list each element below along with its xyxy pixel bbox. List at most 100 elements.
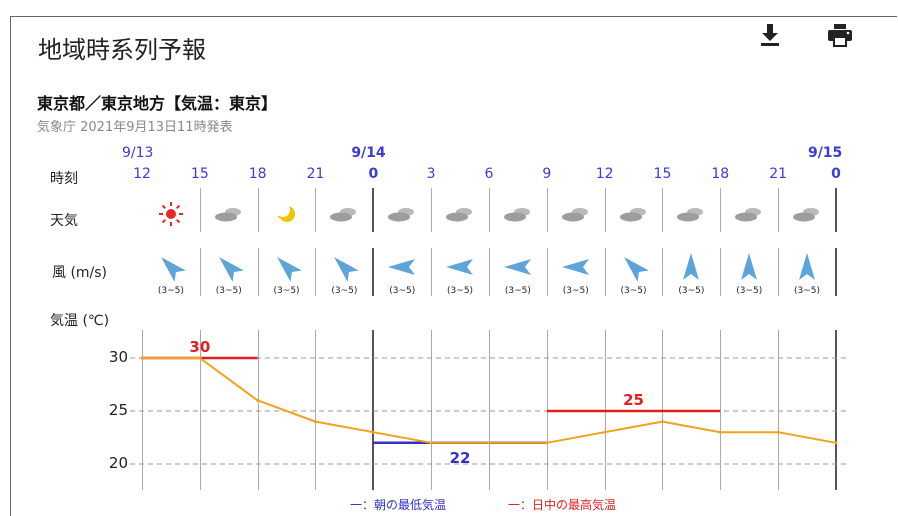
temperature-point [660,420,664,424]
temperature-point [140,356,144,360]
hour-label: 12 [133,166,151,182]
y-tick-label: 30 [108,348,128,366]
max-temp-label: 30 [189,338,210,356]
row-label-weather: 天気 [50,213,78,229]
column-divider [488,248,490,296]
wind-speed-label: (3~5) [273,286,300,296]
row-label-time: 時刻 [50,171,78,187]
legend-min: 一：朝の最低気温 [350,496,446,513]
column-divider [720,248,722,296]
column-divider [778,248,780,296]
cloud-icon [209,198,249,230]
wind-arrow-icon: (3~5) [379,250,425,300]
legend-max: 一：日中の最高気温 [508,496,616,513]
wind-arrow-icon: (3~5) [321,250,367,300]
wind-speed-label: (3~5) [620,286,647,296]
column-divider [199,188,201,232]
cloud-icon [729,198,769,230]
day-divider [372,248,375,296]
column-divider [257,330,259,490]
row-label-wind: 風 (m/s) [52,265,108,281]
column-divider [662,248,664,296]
wind-arrow-icon: (3~5) [264,250,310,300]
column-divider [431,188,433,232]
wind-speed-label: (3~5) [562,286,589,296]
column-divider [778,188,780,232]
day-divider [834,330,837,490]
column-divider [431,248,433,296]
column-divider [257,188,259,232]
cloud-icon [440,198,480,230]
hour-label: 0 [831,166,841,182]
min-temp-label: 22 [450,449,471,467]
column-divider [720,188,722,232]
day-divider [834,248,837,296]
hour-label: 12 [595,166,614,182]
day-divider [372,330,375,490]
wind-speed-label: (3~5) [447,286,474,296]
wind-speed-label: (3~5) [736,286,763,296]
column-divider [488,188,490,232]
y-tick-label: 25 [108,401,128,419]
date-label: 9/14 [351,145,386,161]
wind-speed-label: (3~5) [215,286,242,296]
column-divider [488,330,490,490]
hour-label: 21 [306,166,325,182]
wind-speed-label: (3~5) [794,286,821,296]
page-title: 地域時系列予報 [38,36,206,64]
temperature-point [198,356,202,360]
moon-icon [267,198,307,230]
hour-label: 9 [542,166,552,182]
temperature-point [256,398,260,402]
cloud-icon [324,198,364,230]
hour-label: 21 [769,166,788,182]
wind-arrow-icon: (3~5) [784,250,830,300]
y-tick-label: 20 [108,454,128,472]
temperature-point [776,430,780,434]
wind-arrow-icon: (3~5) [611,250,657,300]
temperature-point [487,441,491,445]
temperature-point [429,441,433,445]
hour-label: 15 [653,166,672,182]
wind-arrow-icon: (3~5) [668,250,714,300]
download-icon[interactable] [757,22,783,48]
column-divider [431,330,433,490]
wind-speed-label: (3~5) [389,286,416,296]
hour-label: 3 [426,166,436,182]
column-divider [604,248,606,296]
column-divider [662,188,664,232]
temperature-point [834,441,838,445]
column-divider [778,330,780,490]
legend-max-label: 一：日中の最高気温 [508,498,617,512]
wind-arrow-icon: (3~5) [437,250,483,300]
temperature-point [545,441,549,445]
column-divider [142,330,143,490]
temperature-point [718,430,722,434]
hour-label: 18 [711,166,730,182]
cloud-icon [787,198,827,230]
temperature-point [313,420,317,424]
column-divider [315,248,317,296]
temperature-point [371,430,375,434]
row-label-temperature: 気温 (℃) [50,313,110,329]
temperature-point [603,430,607,434]
hour-label: 0 [368,166,379,182]
cloud-icon [614,198,654,230]
wind-speed-label: (3~5) [678,286,705,296]
cloud-icon [498,198,538,230]
wind-arrow-icon: (3~5) [148,250,194,300]
column-divider [315,188,317,232]
cloud-icon [382,198,422,230]
location-heading: 東京都／東京地方【気温：東京】 [37,94,278,113]
hour-label: 18 [248,166,267,182]
cloud-icon [556,198,596,230]
legend-min-label: 一：朝の最低気温 [350,498,447,512]
hour-label: 15 [190,166,209,182]
issued-time: 気象庁 2021年9月13日11時発表 [37,120,233,135]
column-divider [257,248,259,296]
print-icon[interactable] [826,22,852,48]
column-divider [546,248,548,296]
wind-arrow-icon: (3~5) [553,250,599,300]
date-label: 9/13 [122,145,154,161]
